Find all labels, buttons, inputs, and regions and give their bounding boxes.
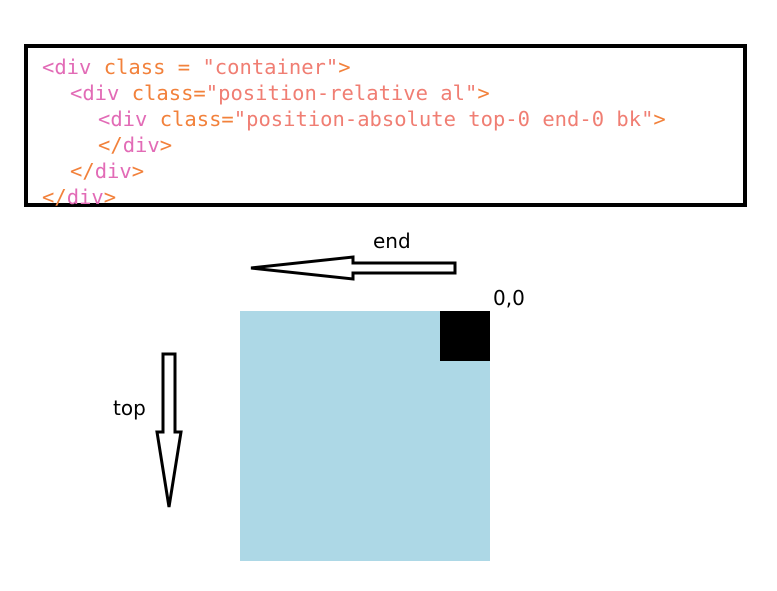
code-bracket: > bbox=[477, 81, 490, 105]
code-bracket: </ bbox=[70, 159, 95, 183]
code-tag: div bbox=[122, 133, 160, 157]
code-bracket: > bbox=[103, 185, 117, 209]
code-line-5: </div> bbox=[70, 158, 144, 184]
code-bracket: < bbox=[42, 55, 55, 79]
code-bracket: > bbox=[131, 159, 145, 183]
code-line-1: <div class = "container"> bbox=[42, 54, 351, 80]
code-string: "position-relative al" bbox=[205, 81, 478, 105]
code-line-4: </div> bbox=[98, 132, 172, 158]
code-bracket: < bbox=[70, 81, 83, 105]
code-line-3: <div class="position-absolute top-0 end-… bbox=[98, 106, 666, 132]
code-string: "position-absolute top-0 end-0 bk" bbox=[233, 107, 654, 131]
code-bracket: > bbox=[338, 55, 351, 79]
code-tag: div bbox=[82, 81, 120, 105]
code-bracket: > bbox=[653, 107, 666, 131]
code-attr: class= bbox=[119, 81, 206, 105]
code-bracket: </ bbox=[98, 133, 123, 157]
code-string: "container" bbox=[202, 55, 339, 79]
top-label: top bbox=[113, 396, 146, 420]
code-tag: div bbox=[54, 55, 92, 79]
code-attr: class = bbox=[91, 55, 203, 79]
code-tag: div bbox=[94, 159, 132, 183]
code-tag: div bbox=[66, 185, 104, 209]
code-bracket: </ bbox=[42, 185, 67, 209]
origin-label: 0,0 bbox=[493, 286, 525, 310]
code-line-2: <div class="position-relative al"> bbox=[70, 80, 490, 106]
position-absolute-box bbox=[440, 311, 490, 361]
code-line-6: </div> bbox=[42, 184, 116, 210]
code-bracket: > bbox=[159, 133, 173, 157]
code-bracket: < bbox=[98, 107, 111, 131]
end-label: end bbox=[373, 229, 411, 253]
code-attr: class= bbox=[147, 107, 234, 131]
code-snippet-box: <div class = "container"> <div class="po… bbox=[24, 44, 747, 210]
code-tag: div bbox=[110, 107, 148, 131]
